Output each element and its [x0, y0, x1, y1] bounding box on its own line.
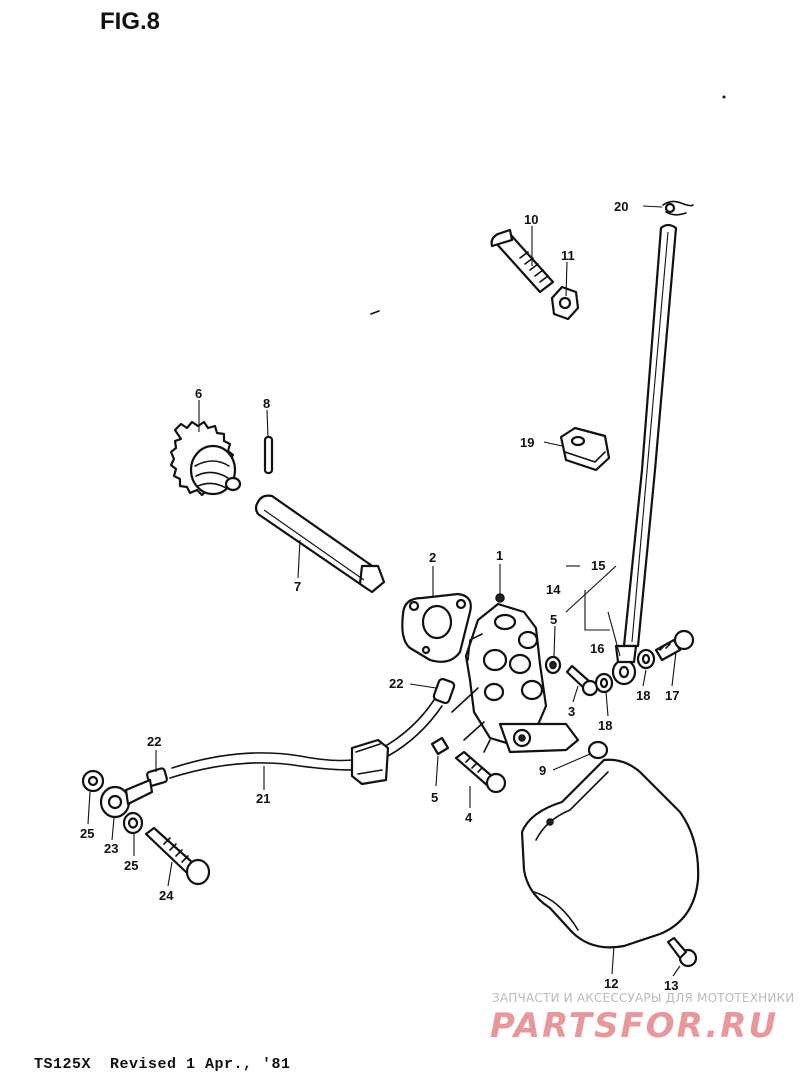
callout-9: 9: [539, 763, 546, 778]
callout-20: 20: [614, 199, 628, 214]
part-5-washer-upper: [544, 655, 562, 675]
part-9-cap: [587, 740, 609, 760]
part-10-bolt: [490, 228, 555, 294]
speck: [722, 95, 726, 99]
part-7-shaft: [254, 494, 386, 594]
part-12-cover: [520, 758, 700, 949]
part-24-bolt: [144, 826, 211, 886]
callout-6: 6: [195, 386, 202, 401]
callout-23: 23: [104, 841, 118, 856]
leader-lines: [87, 205, 681, 977]
part-18-washer-right: [636, 648, 656, 670]
callout-25-lower: 25: [124, 858, 138, 873]
callout-24: 24: [159, 888, 174, 903]
watermark-logo: PARTSFOR.RU: [490, 1006, 779, 1046]
callout-17: 17: [665, 688, 679, 703]
callout-11: 11: [561, 248, 575, 263]
part-23-banjo: [99, 778, 154, 819]
callout-16: 16: [590, 641, 604, 656]
part-5-washer-lower: [430, 736, 450, 756]
part-6-gear: [169, 420, 242, 497]
figure-title: FIG.8: [100, 8, 161, 35]
part-22-sleeve-upper: [432, 677, 456, 705]
part-1-oil-pump: [451, 593, 580, 754]
callout-18-right: 18: [636, 688, 650, 703]
part-25-washer-upper: [81, 769, 105, 793]
callout-7: 7: [294, 579, 301, 594]
part-16-union: [611, 644, 638, 686]
callout-4: 4: [465, 810, 473, 825]
callout-1: 1: [496, 548, 503, 563]
callout-2: 2: [429, 550, 436, 565]
part-4-screw: [454, 750, 507, 794]
part-20-clip: [662, 200, 694, 216]
part-8-pin: [263, 435, 274, 475]
callout-5-upper: 5: [550, 612, 557, 627]
callout-25-upper: 25: [80, 826, 94, 841]
part-15-oil-pipe: [622, 223, 678, 648]
callout-18-left: 18: [598, 718, 612, 733]
callout-8: 8: [263, 396, 270, 411]
part-11-nut: [550, 285, 580, 321]
part-2-gasket: [401, 592, 472, 663]
callout-22-lower: 22: [147, 734, 161, 749]
part-18-washer-left: [594, 672, 614, 694]
watermark-caption: ЗАПЧАСТИ И АКСЕССУАРЫ ДЛЯ МОТОТЕХНИКИ: [492, 991, 795, 1005]
callout-10: 10: [524, 212, 538, 227]
callout-21: 21: [256, 791, 270, 806]
part-13-screw: [666, 936, 698, 968]
part-19-grommet: [559, 426, 611, 472]
callout-12: 12: [604, 976, 618, 991]
callout-19: 19: [520, 435, 534, 450]
callout-13: 13: [664, 978, 678, 993]
speck: [370, 310, 380, 315]
part-17-bolt: [654, 629, 695, 662]
footer-model-revision: TS125X Revised 1 Apr., '81: [34, 1056, 291, 1073]
part-21-hose: [169, 699, 443, 786]
part-25-washer-lower: [122, 811, 144, 835]
part-3-screw: [565, 664, 599, 697]
callout-5-lower: 5: [431, 790, 438, 805]
callout-14: 14: [546, 582, 561, 597]
callout-22-upper: 22: [389, 676, 403, 691]
callout-3: 3: [568, 704, 575, 719]
callout-15: 15: [591, 558, 605, 573]
part-22-sleeve-lower: [146, 767, 168, 787]
